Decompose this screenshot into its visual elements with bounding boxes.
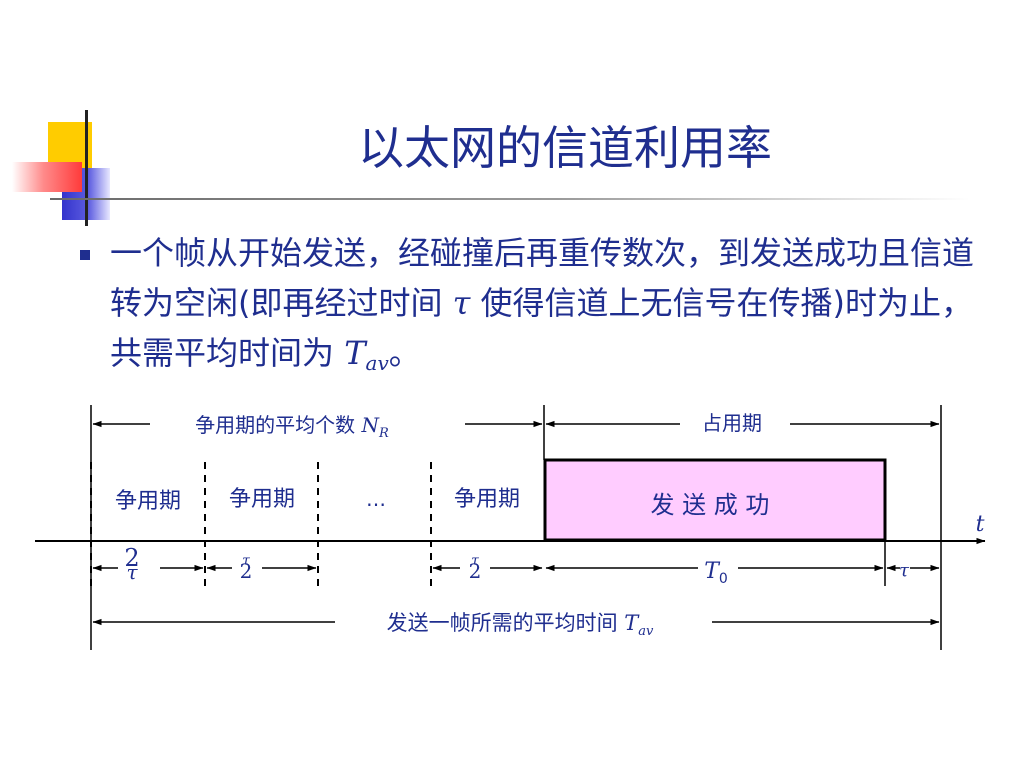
bullet-T: T xyxy=(344,334,366,372)
dim1-label-bottom: τ xyxy=(126,560,138,584)
deco-red-bar xyxy=(12,162,82,192)
deco-vertical-line xyxy=(85,110,88,226)
dim2-label-bottom: 2 xyxy=(240,559,253,583)
bullet-end: 。 xyxy=(388,334,421,372)
bullet-tau-symbol: τ xyxy=(452,284,471,322)
success-box xyxy=(543,458,887,542)
contention-count-label: 争用期的平均个数 NR xyxy=(195,413,389,441)
bullet-text-part2: 使得信道上无信号在传播)时为止，共需平均时间为 xyxy=(110,284,974,372)
T0-label: T0 xyxy=(704,559,728,587)
dim3-label-top: τ xyxy=(471,553,479,569)
deco-yellow-square xyxy=(48,122,92,168)
title-divider xyxy=(50,198,970,200)
bullet-text-part1: 一个帧从开始发送，经碰撞后再重传数次，到发送成功且信道转为空闲(即再经过时间 xyxy=(110,234,975,322)
dim2-label-top: τ xyxy=(242,553,250,569)
dim1-label-top: 2 xyxy=(124,544,139,572)
contention-label-2: 争用期 xyxy=(229,487,295,512)
bullet-icon xyxy=(80,250,90,260)
contention-label-3: 争用期 xyxy=(454,487,520,512)
bullet-Tav-symbol: Tav xyxy=(344,334,389,375)
time-axis-label: t xyxy=(976,512,985,537)
dim3-label-bottom: 2 xyxy=(469,559,482,583)
occupied-label: 占用期 xyxy=(702,411,762,435)
bullet-text: 一个帧从开始发送，经碰撞后再重传数次，到发送成功且信道转为空闲(即再经过时间 τ… xyxy=(110,228,990,388)
success-label: 发 送 成 功 xyxy=(651,491,770,519)
tau-end-label: τ xyxy=(899,560,910,581)
corner-decoration xyxy=(0,110,150,230)
bullet-T-sub: av xyxy=(365,351,389,375)
avg-time-label: 发送一帧所需的平均时间 Tav xyxy=(387,611,654,639)
ellipsis-label: … xyxy=(366,487,386,511)
contention-label-1: 争用期 xyxy=(115,489,181,514)
slide-title: 以太网的信道利用率 xyxy=(358,121,772,175)
